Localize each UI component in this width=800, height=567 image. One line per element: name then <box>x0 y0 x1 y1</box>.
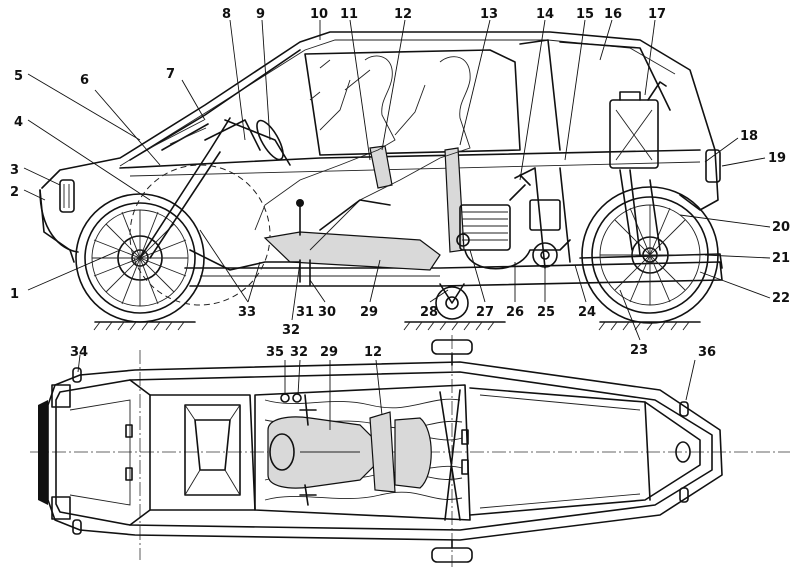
headlamp <box>59 179 75 213</box>
label-16: 16 <box>604 7 622 22</box>
label-36: 36 <box>698 345 716 360</box>
label-21: 21 <box>772 251 790 266</box>
label-35: 35 <box>266 345 284 360</box>
label-14: 14 <box>536 7 554 22</box>
label-13: 13 <box>480 7 498 22</box>
label-7: 7 <box>166 67 175 82</box>
engine <box>456 174 571 270</box>
label-31: 31 <box>296 305 314 320</box>
steering-wheel <box>256 119 284 161</box>
label-29: 29 <box>360 305 378 320</box>
label-17: 17 <box>648 7 666 22</box>
label-23: 23 <box>630 343 648 358</box>
top-backrest <box>369 411 396 493</box>
label-26: 26 <box>506 305 524 320</box>
label-24: 24 <box>578 305 596 320</box>
side-labels: 1 2 3 4 5 6 7 8 9 10 11 12 13 14 15 16 1… <box>10 7 790 358</box>
label-20: 20 <box>772 220 790 235</box>
seat-cushion <box>263 231 441 271</box>
label-12-top: 12 <box>364 345 382 360</box>
label-25: 25 <box>537 305 555 320</box>
label-28: 28 <box>420 305 438 320</box>
top-body-outline <box>47 361 723 541</box>
label-32: 32 <box>282 323 300 338</box>
label-9: 9 <box>256 7 265 22</box>
label-27: 27 <box>476 305 494 320</box>
front-bumper <box>38 400 48 505</box>
label-30: 30 <box>318 305 336 320</box>
occupant-rear <box>309 56 471 251</box>
side-window <box>304 49 521 156</box>
rear-wheel <box>581 186 719 324</box>
top-dash-box <box>184 404 241 496</box>
label-18: 18 <box>740 129 758 144</box>
label-33: 33 <box>238 305 256 320</box>
label-15: 15 <box>576 7 594 22</box>
front-wheel <box>75 193 205 323</box>
top-view: 34 35 32 29 12 36 <box>30 335 790 567</box>
side-view: 1 2 3 4 5 6 7 8 9 10 11 12 13 14 15 16 1… <box>10 7 790 358</box>
label-34: 34 <box>70 345 88 360</box>
jerrycan <box>609 81 667 169</box>
label-6: 6 <box>80 73 89 88</box>
label-19: 19 <box>768 151 786 166</box>
top-outrigger-wheels <box>431 339 473 563</box>
label-5: 5 <box>14 69 23 84</box>
label-22: 22 <box>772 291 790 306</box>
label-11: 11 <box>340 7 358 22</box>
label-4: 4 <box>14 115 23 130</box>
label-2: 2 <box>10 185 19 200</box>
ground-lines <box>93 321 701 331</box>
side-mirrors <box>72 367 689 535</box>
body-outline <box>39 31 719 251</box>
outrigger-wheel <box>435 283 469 320</box>
leader-lines <box>23 19 771 341</box>
label-1: 1 <box>10 287 19 302</box>
label-32-top: 32 <box>290 345 308 360</box>
occupant-front <box>254 55 396 231</box>
label-12: 12 <box>394 7 412 22</box>
label-10: 10 <box>310 7 328 22</box>
label-29-top: 29 <box>320 345 338 360</box>
top-floor-panel <box>254 384 471 521</box>
label-3: 3 <box>10 163 19 178</box>
label-8: 8 <box>222 7 231 22</box>
rear-lamp <box>705 149 721 183</box>
top-seat-cushion <box>267 416 376 489</box>
